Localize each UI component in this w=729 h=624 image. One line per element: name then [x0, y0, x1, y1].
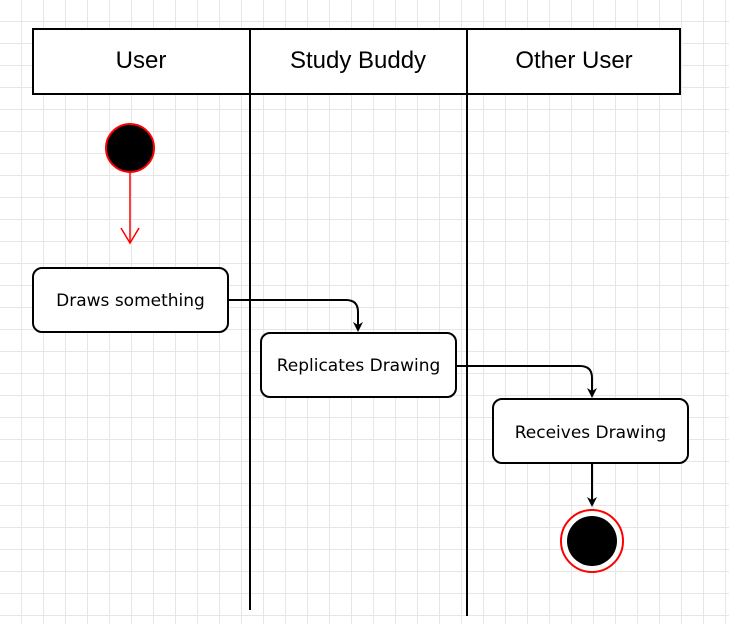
- lane-title-user: User: [116, 47, 167, 74]
- initial-node[interactable]: [105, 123, 155, 173]
- lane-header-user[interactable]: [32, 28, 251, 95]
- lane-title-study-buddy: Study Buddy: [290, 47, 426, 74]
- flow-arrow-2: [456, 365, 597, 398]
- lane-header-other-user[interactable]: [466, 28, 681, 95]
- activity-label: Draws something: [56, 291, 205, 311]
- final-node[interactable]: [560, 509, 624, 573]
- activity-label: Receives Drawing: [515, 423, 667, 443]
- lane-header-study-buddy[interactable]: [249, 28, 468, 95]
- lane-title-other-user: Other User: [515, 47, 632, 74]
- activity-draws-something[interactable]: Draws something: [32, 267, 229, 333]
- activity-receives-drawing[interactable]: Receives Drawing: [492, 398, 689, 464]
- activity-replicates-drawing[interactable]: Replicates Drawing: [260, 332, 457, 398]
- swimlane-header: User Study Buddy Other User: [32, 28, 681, 95]
- initial-flow-arrow: [120, 172, 140, 245]
- activity-label: Replicates Drawing: [277, 356, 441, 376]
- flow-arrow-1: [228, 299, 363, 332]
